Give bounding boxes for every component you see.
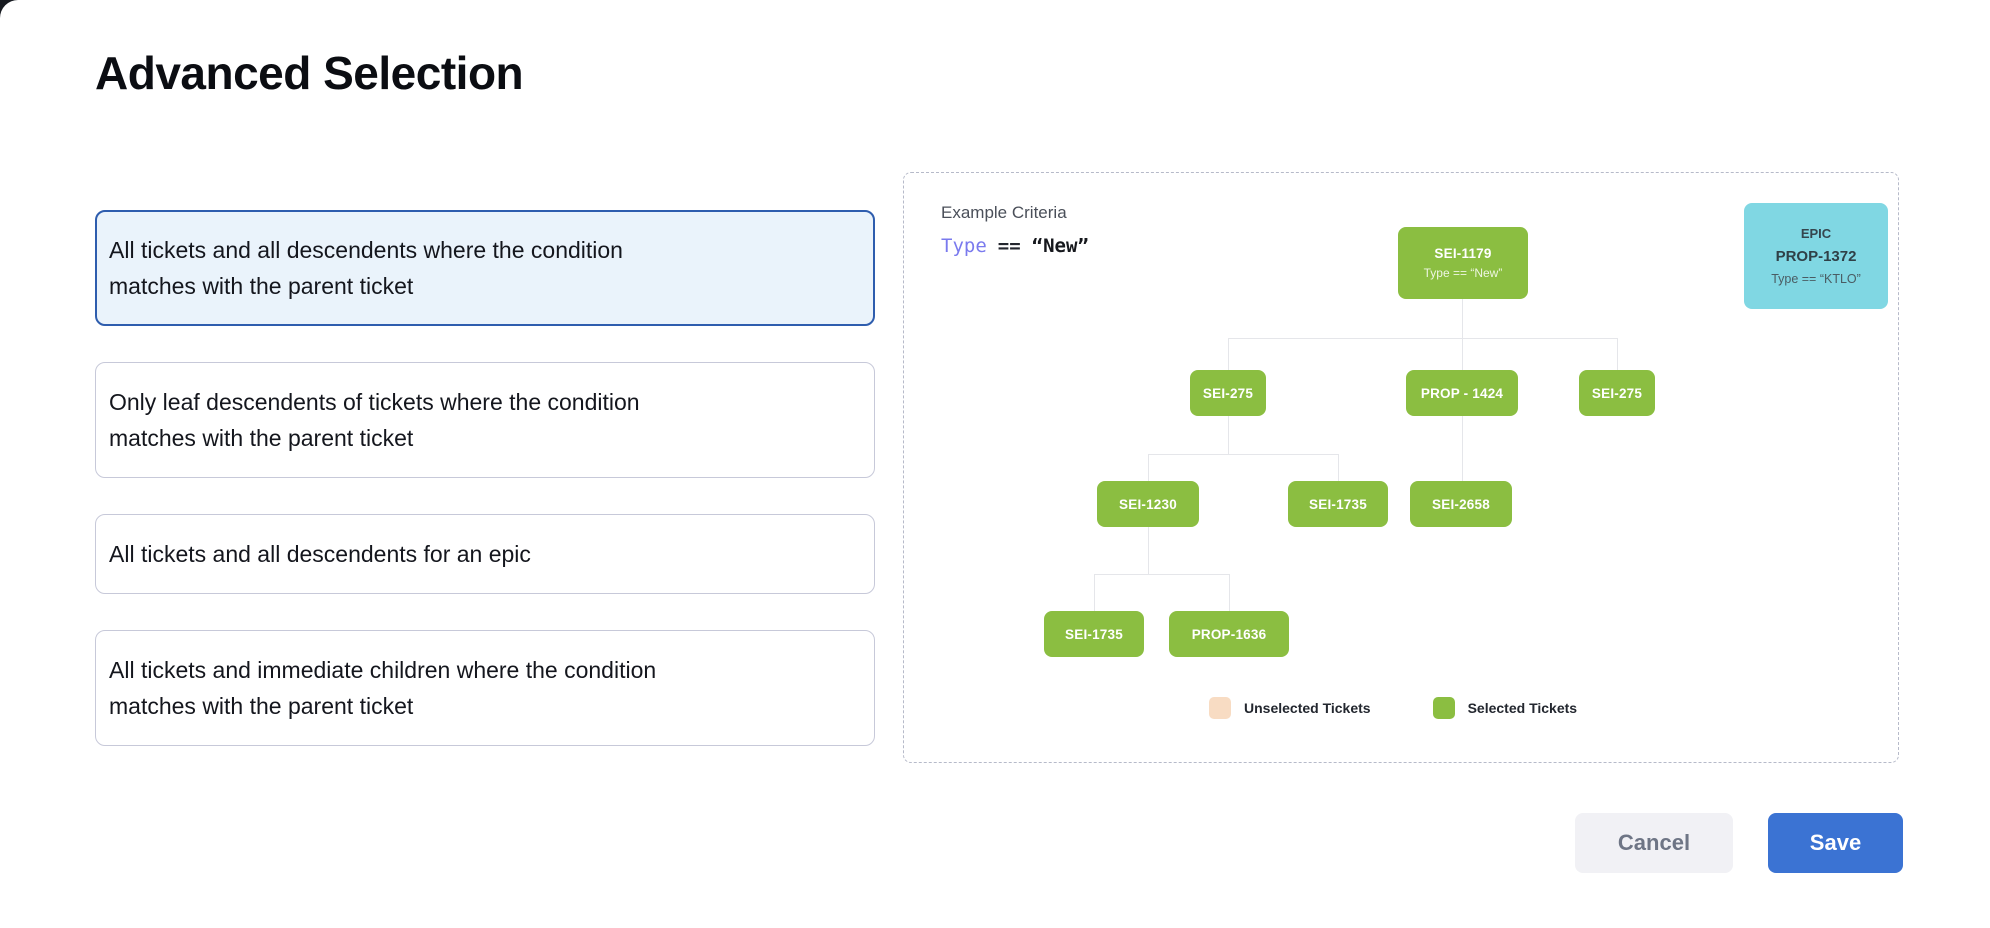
- unselected-tickets-swatch: [1209, 697, 1231, 719]
- epic-card-condition: Type == “KTLO”: [1771, 272, 1861, 286]
- tree-node-root: SEI-1179 Type == “New”: [1398, 227, 1528, 299]
- tree-node: SEI-1735: [1288, 481, 1388, 527]
- tree-node-label: SEI-2658: [1432, 496, 1490, 512]
- tree-node: SEI-275: [1190, 370, 1266, 416]
- option-label: matches with the parent ticket: [109, 425, 414, 451]
- epic-card-type: EPIC: [1800, 226, 1832, 241]
- option-all-descendents-epic[interactable]: All tickets and all descendents for an e…: [95, 514, 875, 594]
- tree-node-label: SEI-275: [1591, 385, 1643, 401]
- criteria-operator: ==: [997, 235, 1021, 257]
- tree-node-label: SEI-1179: [1434, 246, 1492, 261]
- option-label: All tickets and all descendents for an e…: [109, 541, 531, 567]
- option-immediate-children-condition[interactable]: All tickets and immediate children where…: [95, 630, 875, 746]
- criteria-expression: Type == “New”: [941, 235, 1089, 257]
- criteria-field: Type: [941, 235, 987, 257]
- legend-label: Unselected Tickets: [1244, 700, 1371, 716]
- selection-options-list: All tickets and all descendents where th…: [95, 210, 875, 746]
- option-all-descendents-condition[interactable]: All tickets and all descendents where th…: [95, 210, 875, 326]
- tree-connector: [1228, 338, 1617, 339]
- option-label: matches with the parent ticket: [109, 273, 414, 299]
- tree-node-label: PROP - 1424: [1420, 385, 1504, 401]
- tree-connector: [1462, 416, 1463, 481]
- legend-label: Selected Tickets: [1467, 700, 1578, 716]
- cancel-button[interactable]: Cancel: [1575, 813, 1733, 873]
- tree-node-label: SEI-1230: [1119, 496, 1177, 512]
- option-label: All tickets and immediate children where…: [109, 657, 657, 683]
- option-label: matches with the parent ticket: [109, 693, 414, 719]
- example-criteria: Example Criteria Type == “New”: [941, 203, 1089, 257]
- tree-connector: [1229, 574, 1230, 611]
- tree-node-label: SEI-275: [1202, 385, 1254, 401]
- example-panel: Example Criteria Type == “New” EPIC PROP-1…: [903, 172, 1899, 763]
- tree-node: SEI-1230: [1097, 481, 1199, 527]
- epic-card-id: PROP-1372: [1775, 248, 1857, 265]
- tree-connector: [1462, 299, 1463, 370]
- tree-node-label: PROP-1636: [1191, 626, 1267, 642]
- criteria-value: “New”: [1031, 235, 1089, 257]
- tree-connector: [1148, 527, 1149, 574]
- tree-node: PROP-1636: [1169, 611, 1289, 657]
- tree-node: PROP - 1424: [1406, 370, 1518, 416]
- tree-connector: [1094, 574, 1229, 575]
- tree-connector: [1148, 454, 1338, 455]
- tree-connector: [1094, 574, 1095, 611]
- tree-node-label: SEI-1735: [1309, 496, 1367, 512]
- example-criteria-heading: Example Criteria: [941, 203, 1067, 222]
- tree-node-condition: Type == “New”: [1423, 266, 1503, 280]
- selected-tickets-swatch: [1432, 697, 1455, 719]
- tree-connector: [1228, 416, 1229, 454]
- epic-card: EPIC PROP-1372 Type == “KTLO”: [1744, 203, 1888, 309]
- tree-connector: [1338, 454, 1339, 481]
- tree-node: SEI-275: [1579, 370, 1655, 416]
- option-leaf-descendents-condition[interactable]: Only leaf descendents of tickets where t…: [95, 362, 875, 478]
- tree-node: SEI-2658: [1410, 481, 1512, 527]
- legend-item-selected: Selected Tickets: [1432, 697, 1578, 719]
- tree-legend: Unselected Tickets Selected Tickets: [1209, 697, 1577, 719]
- page-title: Advanced Selection: [95, 47, 524, 99]
- tree-connector: [1148, 454, 1149, 481]
- tree-connector: [1617, 338, 1618, 370]
- tree-connector: [1228, 338, 1229, 370]
- tree-node-label: SEI-1735: [1065, 626, 1123, 642]
- save-button[interactable]: Save: [1768, 813, 1903, 873]
- option-label: Only leaf descendents of tickets where t…: [109, 389, 640, 415]
- legend-item-unselected: Unselected Tickets: [1209, 697, 1371, 719]
- option-label: All tickets and all descendents where th…: [109, 237, 623, 263]
- tree-node: SEI-1735: [1044, 611, 1144, 657]
